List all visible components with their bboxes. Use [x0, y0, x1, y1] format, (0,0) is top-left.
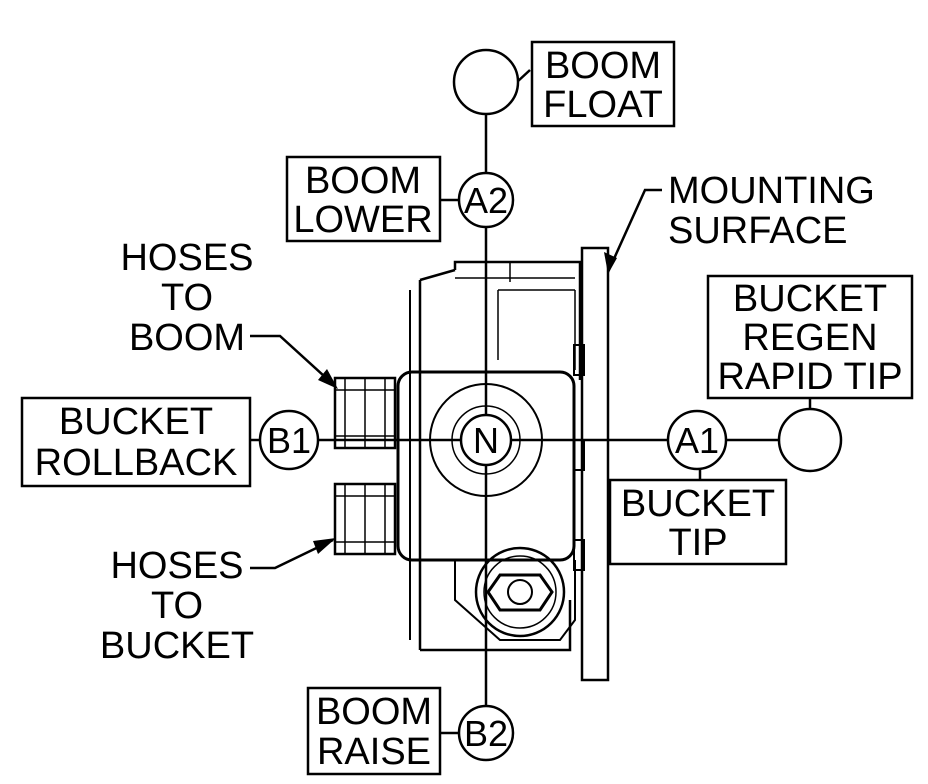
bucket-regen-box — [706, 274, 914, 400]
position-labels: A2 N B1 A1 B2 — [267, 180, 719, 754]
svg-text:REGEN: REGEN — [742, 317, 877, 359]
bucket-tip-box — [608, 478, 788, 566]
boom-raise-box — [306, 686, 442, 776]
position-a2: A2 — [464, 180, 508, 221]
b1-circle — [258, 409, 320, 471]
hoses-to-boom-label: HOSES TO BOOM — [120, 237, 253, 359]
valve-body — [333, 246, 610, 682]
hoses-to-boom-arrow — [318, 369, 338, 389]
position-circles — [258, 48, 843, 762]
bucket-rollback-label: BUCKET ROLLBACK — [35, 401, 238, 484]
mounting-surface-leader — [606, 188, 662, 273]
svg-text:BOOM: BOOM — [129, 317, 245, 359]
svg-text:TIP: TIP — [668, 522, 727, 564]
svg-text:BUCKET: BUCKET — [733, 278, 887, 320]
svg-text:RAISE: RAISE — [317, 731, 431, 773]
hoses-to-bucket-leader — [250, 538, 334, 570]
svg-text:ROLLBACK: ROLLBACK — [35, 442, 238, 484]
svg-text:SURFACE: SURFACE — [668, 210, 847, 252]
svg-text:LOWER: LOWER — [293, 199, 432, 241]
boom-raise-label: BOOM RAISE — [316, 691, 432, 773]
position-n: N — [473, 420, 499, 461]
position-a1: A1 — [675, 420, 719, 461]
svg-text:RAPID TIP: RAPID TIP — [717, 356, 902, 398]
boom-lower-label: BOOM LOWER — [293, 160, 432, 241]
svg-text:BOOM: BOOM — [545, 45, 661, 87]
leader-arrowheads — [313, 252, 617, 554]
svg-text:HOSES: HOSES — [120, 237, 253, 279]
svg-text:FLOAT: FLOAT — [543, 84, 663, 126]
svg-text:TO: TO — [161, 277, 213, 319]
svg-text:MOUNTING: MOUNTING — [668, 170, 875, 212]
hoses-to-boom-leader — [250, 334, 336, 387]
svg-text:HOSES: HOSES — [110, 545, 243, 587]
svg-text:BUCKET: BUCKET — [100, 625, 254, 667]
hoses-to-bucket-label: HOSES TO BUCKET — [100, 545, 254, 667]
boom-float-circle — [452, 48, 520, 116]
svg-text:BUCKET: BUCKET — [621, 483, 775, 525]
mounting-surface-label: MOUNTING SURFACE — [668, 170, 875, 252]
boom-lower-box — [285, 155, 442, 243]
hoses-to-bucket-arrow — [313, 538, 336, 554]
svg-text:TO: TO — [151, 585, 203, 627]
label-boxes — [20, 40, 914, 776]
a2-circle — [457, 171, 515, 229]
mounting-surface-arrow — [604, 252, 617, 274]
position-b1: B1 — [267, 420, 311, 461]
leader-lines — [250, 188, 662, 570]
boom-float-box — [530, 40, 676, 128]
svg-text:BUCKET: BUCKET — [59, 401, 213, 443]
rapid-tip-circle — [777, 407, 843, 473]
bucket-tip-label: BUCKET TIP — [621, 483, 775, 564]
boom-float-label: BOOM FLOAT — [543, 45, 663, 126]
n-circle — [459, 413, 513, 467]
a1-circle — [666, 409, 728, 471]
svg-text:BOOM: BOOM — [316, 691, 432, 733]
bucket-regen-rapid-tip-label: BUCKET REGEN RAPID TIP — [717, 278, 902, 398]
svg-text:BOOM: BOOM — [305, 160, 421, 202]
bucket-rollback-box — [20, 396, 252, 488]
position-b2: B2 — [464, 713, 508, 754]
b2-circle — [457, 704, 515, 762]
